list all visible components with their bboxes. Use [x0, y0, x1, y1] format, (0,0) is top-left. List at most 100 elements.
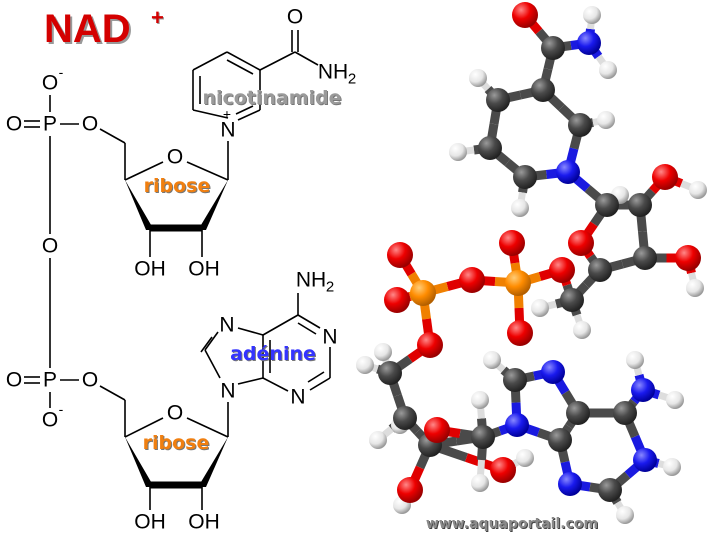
atom-o: O [167, 146, 183, 169]
hydrogen-atom [573, 321, 591, 339]
atom-n: N [219, 314, 234, 337]
nitrogen-atom [541, 360, 565, 384]
hydrogen-atom [374, 343, 392, 361]
atom-o: O [6, 369, 22, 392]
hydrogen-atom [689, 181, 707, 199]
atom-p: P [43, 369, 57, 392]
subscript-2: 2 [348, 71, 356, 88]
carbon-atom [595, 193, 619, 217]
nitrogen-atom [631, 378, 655, 402]
carbon-atom [503, 368, 527, 392]
oxygen-atom [424, 417, 450, 443]
hydrogen-atom [686, 279, 704, 297]
oxygen-atom [384, 287, 410, 313]
hydrogen-atom [471, 391, 489, 409]
hydrogen-atom [471, 474, 489, 492]
atom-n: N [290, 386, 305, 409]
hydrogen-atom [583, 6, 601, 24]
atom-n: N [220, 119, 235, 142]
title: NAD + [44, 5, 164, 51]
nitrogen-atom [556, 160, 580, 184]
hydrogen-atom [449, 143, 467, 161]
atom-o: O [6, 113, 22, 136]
hydrogen-atom [469, 69, 487, 87]
title-superscript: + [151, 5, 164, 30]
hydrogen-atom [369, 431, 387, 449]
carbon-atom [378, 361, 402, 385]
carbon-atom [598, 478, 622, 502]
carbon-atom [486, 88, 510, 112]
hydrogen-atom [531, 299, 549, 317]
hydrogen-atom [511, 199, 529, 217]
hydrogen-atom [516, 449, 534, 467]
title-text: NAD [44, 7, 131, 51]
atom-o: O [167, 402, 183, 425]
carbon-atom [613, 401, 637, 425]
carbon-atom [568, 113, 592, 137]
hydrogen-atom [666, 391, 684, 409]
atom-nh: NH [296, 269, 326, 292]
carbon-atom [628, 193, 652, 217]
carbon-atom [588, 258, 612, 282]
atom-o: O [42, 235, 58, 258]
carbon-atom [633, 246, 657, 270]
oxygen-atom [507, 320, 533, 346]
oxygen-atom [490, 457, 516, 483]
skeletal-bonds [24, 30, 331, 510]
oxygen-atom [417, 332, 443, 358]
label-adenine: adénine [230, 343, 316, 365]
atom-oh: OH [134, 511, 166, 534]
charge-minus: - [59, 64, 64, 80]
oxygen-atom [652, 164, 678, 190]
atom-n: N [322, 326, 337, 349]
carbon-atom [548, 428, 572, 452]
atom-o: O [42, 409, 58, 432]
nitrogen-atom [633, 448, 657, 472]
carbon-atom [566, 401, 590, 425]
atom-n: N [220, 380, 235, 403]
atom-p: P [43, 113, 57, 136]
wedge-bonds [125, 180, 228, 489]
oxygen-atom [549, 257, 575, 283]
atom-oh: OH [188, 258, 220, 281]
atom-nh: NH [318, 61, 348, 84]
phosphorus-atom [410, 280, 436, 306]
hydrogen-atom [597, 111, 615, 129]
hydrogen-atom [616, 506, 634, 524]
label-ribose: ribose [143, 432, 210, 454]
atom-o: O [82, 369, 98, 392]
label-nicotinamide: nicotinamide [202, 87, 341, 109]
atom-oh: OH [134, 258, 166, 281]
carbon-atom [393, 406, 417, 430]
atom-oh: OH [188, 511, 220, 534]
atom-o: O [287, 6, 303, 29]
label-ribose: ribose [144, 175, 211, 197]
hydrogen-atom [356, 356, 374, 374]
atom-o: O [82, 113, 98, 136]
hydrogen-atom [483, 351, 501, 369]
carbon-atom [471, 425, 495, 449]
atom-labels: O P O O - O O OH OH N + O NH 2 O P O O -… [6, 6, 356, 534]
oxygen-atom [459, 267, 485, 293]
carbon-atom [541, 36, 565, 60]
oxygen-atom [512, 2, 538, 28]
oxygen-atom [387, 242, 413, 268]
skeletal-structure: O P O O - O O OH OH N + O NH 2 O P O O -… [6, 6, 356, 534]
carbon-atom [560, 288, 584, 312]
oxygen-atom [499, 230, 525, 256]
carbon-atom [478, 136, 502, 160]
hydrogen-atom [663, 458, 681, 476]
charge-minus: - [59, 401, 64, 417]
nitrogen-atom [577, 31, 601, 55]
atom-o: O [42, 72, 58, 95]
oxygen-atom [675, 245, 701, 271]
oxygen-atom [397, 477, 423, 503]
nitrogen-atom [558, 472, 582, 496]
hydrogen-atom [599, 61, 617, 79]
watermark: www.aquaportail.com [426, 516, 598, 532]
carbon-atom [531, 78, 555, 102]
subscript-2: 2 [326, 279, 334, 296]
phosphorus-atom [505, 270, 531, 296]
